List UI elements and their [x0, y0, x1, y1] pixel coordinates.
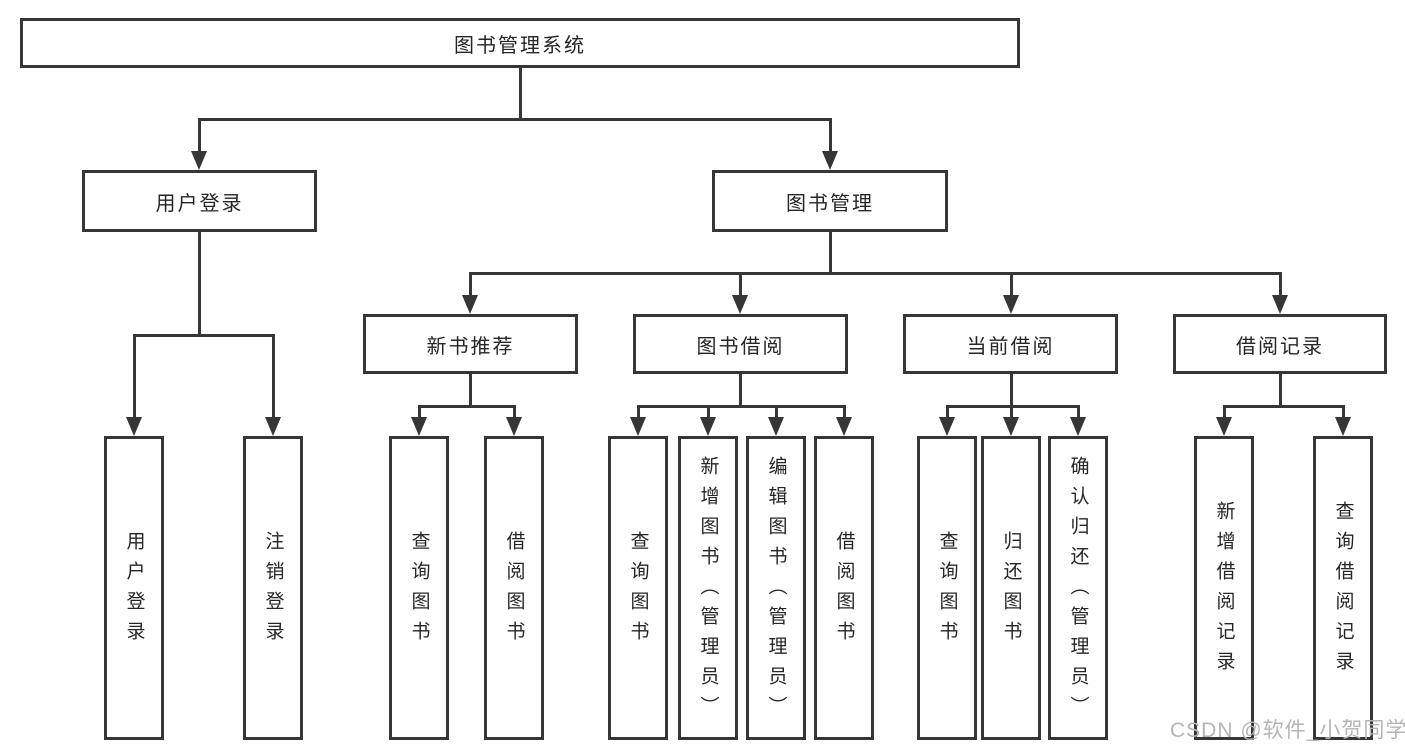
connector-line: [636, 405, 846, 408]
leaf-user-login: 用户登录: [104, 436, 164, 740]
connector-line: [518, 68, 522, 118]
connector-line: [1278, 374, 1282, 408]
node-current-borrow: 当前借阅: [903, 314, 1118, 374]
connector-arrow: [132, 334, 136, 417]
connector-line: [417, 405, 516, 408]
connector-line: [1222, 405, 1345, 408]
connector-arrow: [774, 405, 778, 417]
connector-line: [945, 405, 1080, 408]
connector-arrow: [197, 118, 201, 151]
node-user-login: 用户登录: [82, 170, 317, 232]
connector-line: [132, 334, 275, 337]
leaf-query-borrow-record: 查询借阅记录: [1313, 436, 1373, 740]
connector-line: [197, 118, 831, 121]
leaf-borrow-books: 借阅图书: [814, 436, 874, 740]
connector-arrow: [1222, 405, 1226, 417]
connector-arrow: [1009, 405, 1013, 417]
connector-arrow: [1009, 272, 1013, 295]
leaf-add-book-admin: 新增图书（管理员）: [678, 436, 738, 740]
connector-arrow: [1076, 405, 1080, 417]
connector-line: [738, 374, 742, 408]
connector-line: [468, 272, 1282, 275]
connector-arrow: [706, 405, 710, 417]
leaf-query-books-borrow: 查询图书: [608, 436, 668, 740]
node-book-borrow: 图书借阅: [633, 314, 848, 374]
leaf-query-books-current: 查询图书: [917, 436, 977, 740]
connector-line: [1009, 374, 1013, 408]
connector-arrow: [636, 405, 640, 417]
leaf-return-books: 归还图书: [981, 436, 1041, 740]
connector-line: [828, 232, 832, 272]
node-book-management: 图书管理: [712, 170, 948, 232]
leaf-query-books-recommend: 查询图书: [389, 436, 449, 740]
connector-arrow: [417, 405, 421, 417]
connector-arrow: [468, 272, 472, 295]
connector-line: [468, 374, 472, 408]
connector-arrow: [271, 334, 275, 417]
connector-arrow: [738, 272, 742, 295]
connector-arrow: [945, 405, 949, 417]
connector-arrow: [828, 118, 832, 151]
node-borrow-records: 借阅记录: [1173, 314, 1387, 374]
connector-line: [197, 232, 201, 334]
leaf-add-borrow-record: 新增借阅记录: [1194, 436, 1254, 740]
leaf-confirm-return-admin: 确认归还（管理员）: [1048, 436, 1108, 740]
node-root: 图书管理系统: [20, 18, 1020, 68]
node-new-book-recommend: 新书推荐: [363, 314, 578, 374]
csdn-watermark: CSDN @软件_小贺同学: [1170, 719, 1405, 742]
leaf-logout: 注销登录: [243, 436, 303, 740]
leaf-edit-book-admin: 编辑图书（管理员）: [746, 436, 806, 740]
leaf-borrow-books-recommend: 借阅图书: [484, 436, 544, 740]
connector-arrow: [1341, 405, 1345, 417]
connector-arrow: [842, 405, 846, 417]
connector-arrow: [512, 405, 516, 417]
connector-arrow: [1278, 272, 1282, 295]
